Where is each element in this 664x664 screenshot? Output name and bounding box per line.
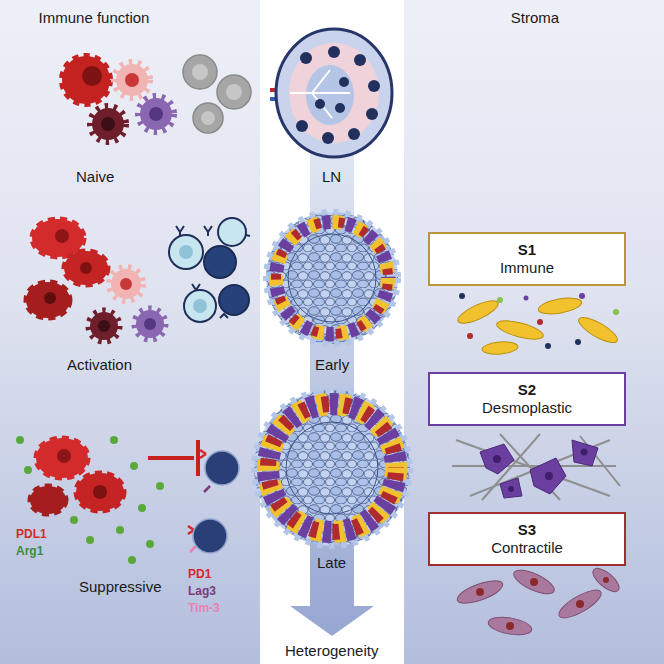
stage-label: Activation	[67, 356, 132, 374]
subtype-name: Immune	[500, 259, 554, 277]
late-tumor	[254, 390, 410, 546]
marker-label: Arg1	[16, 544, 43, 558]
marker-label-holder: Tim-3	[188, 598, 220, 616]
contractile-stroma-cells	[455, 564, 623, 637]
stage-label-holder: Late	[317, 554, 346, 572]
stage-label: LN	[322, 168, 341, 186]
subtype-id: S3	[518, 521, 536, 539]
naive-cells	[62, 55, 251, 140]
marker-label: PDL1	[16, 527, 47, 541]
marker-label: Lag3	[188, 584, 216, 598]
subtype-id: S2	[518, 381, 536, 399]
stage-label: Early	[315, 356, 349, 374]
panel-heading: Stroma	[511, 9, 559, 27]
stroma-subtype-box: S2Desmoplastic	[428, 372, 626, 426]
marker-label: PD1	[188, 567, 211, 581]
panel-heading: Immune function	[39, 9, 150, 27]
stroma-subtype-box: S1Immune	[428, 232, 626, 286]
suppressive-cells	[16, 436, 239, 564]
stage-label: Suppressive	[79, 578, 162, 596]
marker-label-holder: Lag3	[188, 581, 216, 599]
marker-label-holder: Arg1	[16, 541, 43, 559]
immune-stroma-cells	[455, 293, 620, 356]
marker-label: Tim-3	[188, 601, 220, 615]
inhibition-bar	[148, 440, 198, 476]
subtype-name: Desmoplastic	[482, 399, 572, 417]
stage-label-holder: LN	[322, 168, 341, 186]
stroma-subtype-box: S3Contractile	[428, 512, 626, 566]
stage-label-holder: Suppressive	[79, 578, 162, 596]
marker-label-holder: PDL1	[16, 524, 47, 542]
activated-cells	[26, 218, 250, 340]
desmoplastic-stroma-cells	[452, 434, 620, 500]
subtype-name: Contractile	[491, 539, 563, 557]
stage-label: Naive	[76, 168, 114, 186]
subtype-id: S1	[518, 241, 536, 259]
marker-label-holder: PD1	[188, 564, 211, 582]
axis-label-holder: Heterogeneity	[285, 642, 378, 660]
stage-label-holder: Naive	[76, 168, 114, 186]
stage-label-holder: Activation	[67, 356, 132, 374]
stage-label: Late	[317, 554, 346, 572]
early-tumor	[266, 212, 398, 344]
stage-label-holder: Early	[315, 356, 349, 374]
lymph-node	[270, 29, 392, 157]
axis-label: Heterogeneity	[285, 642, 378, 660]
